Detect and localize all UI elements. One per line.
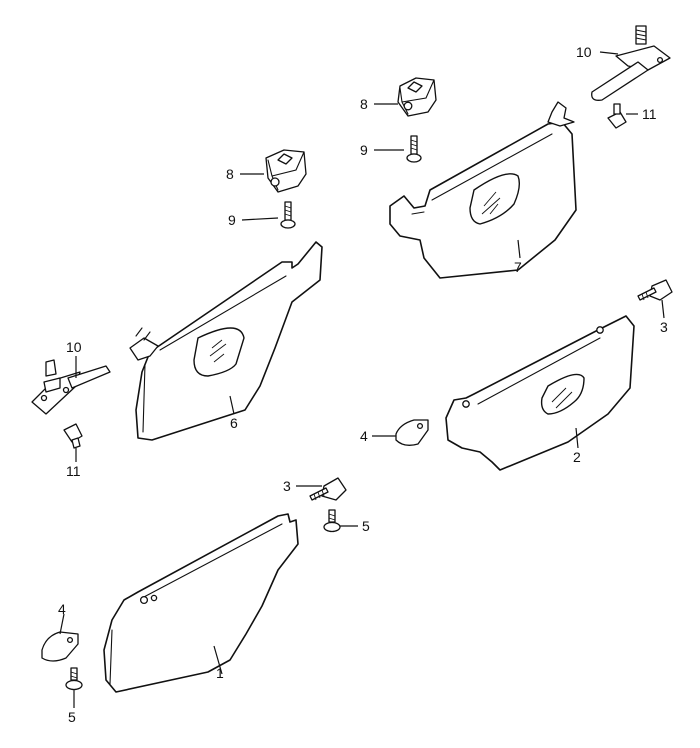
callout-8-left: 8 <box>226 166 234 182</box>
screw-block-right <box>406 135 422 163</box>
clip-right <box>637 279 673 301</box>
visor-right-lower <box>445 315 635 471</box>
callout-5-middle: 5 <box>362 518 370 534</box>
screw-block-left <box>280 201 296 229</box>
callout-3-right: 3 <box>660 319 668 335</box>
callouts: 1 2 3 3 4 4 5 5 6 7 8 8 9 9 10 10 11 11 <box>58 44 668 725</box>
callout-2: 2 <box>573 449 581 465</box>
plug-left <box>63 423 83 449</box>
mount-block-right <box>397 77 437 117</box>
screw-middle <box>323 509 341 533</box>
callout-4-middle: 4 <box>360 428 368 444</box>
clip-upper <box>309 477 347 501</box>
visor-left-upper <box>129 241 323 441</box>
callout-9-right: 9 <box>360 142 368 158</box>
leader-lines <box>59 51 665 708</box>
callout-11-right: 11 <box>642 106 657 122</box>
callout-9-left: 9 <box>228 212 236 228</box>
visor-right-upper <box>389 101 577 279</box>
visor-left-lower <box>103 513 299 693</box>
holder-lower <box>41 631 79 662</box>
callout-10-right: 10 <box>576 44 592 60</box>
callout-1: 1 <box>216 665 224 681</box>
bracket-left <box>31 359 111 415</box>
mount-block-left <box>265 149 307 193</box>
plug-right <box>607 103 627 129</box>
callout-11-left: 11 <box>66 463 81 479</box>
callout-8-right: 8 <box>360 96 368 112</box>
callout-5-lower: 5 <box>68 709 76 725</box>
callout-4-lower: 4 <box>58 601 66 617</box>
callout-6: 6 <box>230 415 238 431</box>
callout-7: 7 <box>514 259 522 275</box>
screw-lower <box>65 667 83 691</box>
holder-middle <box>395 419 429 446</box>
bracket-right <box>591 25 671 101</box>
callout-10-left: 10 <box>66 339 82 355</box>
callout-3-upper: 3 <box>283 478 291 494</box>
